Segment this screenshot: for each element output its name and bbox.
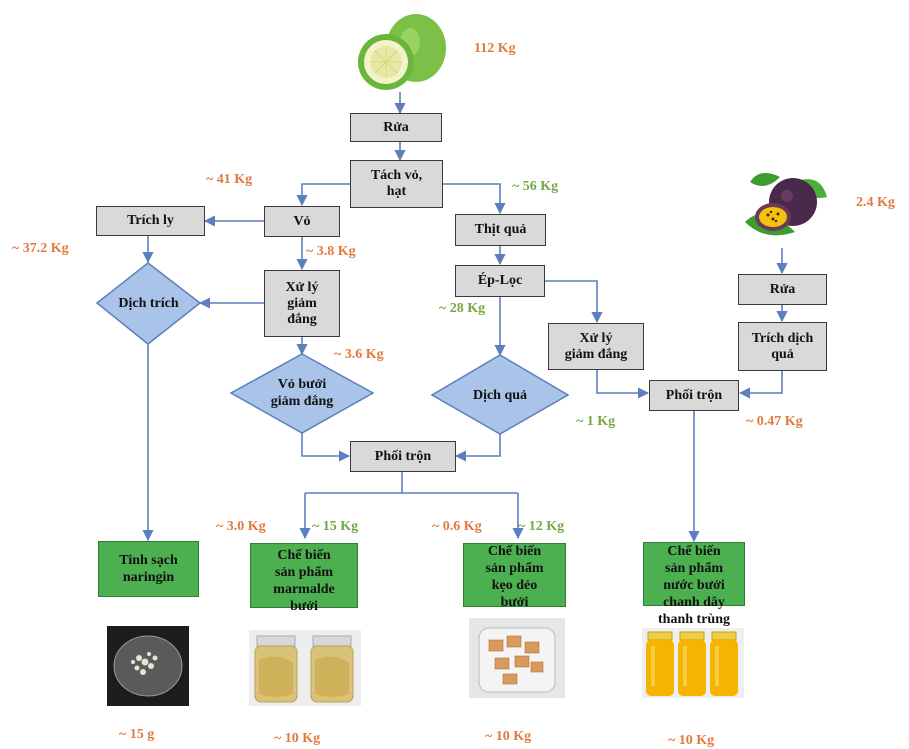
diamond-dich-qua-shape [430, 354, 570, 435]
phoi-tron-right-label: Phối trộn [665, 387, 723, 403]
passion-fruit-image [745, 173, 827, 236]
tinh-sach-naringin-box: Tinh sạch naringin [98, 541, 199, 597]
marmalade-yield-label: ~ 10 Kg [274, 731, 321, 746]
pomelo-fruit-image [358, 14, 446, 90]
flow-label-38kg: ~ 3.8 Kg [306, 244, 356, 259]
nuoc-buoi-label: Chế biến sản phẩm nước bưởi chanh dây th… [658, 543, 730, 627]
tinh-sach-naringin-label: Tinh sạch naringin [119, 553, 178, 585]
thit-qua-box: Thịt quả [455, 214, 546, 246]
dich-qua-label: Dịch quả [472, 387, 528, 403]
gummy-candy-image [469, 618, 565, 698]
vo-box: Vỏ [264, 206, 340, 237]
xu-ly-giam-dang-box-1: Xử lý giảm đắng [264, 270, 340, 337]
ep-loc-box: Ép-Lọc [455, 265, 545, 297]
ep-loc-label: Ép-Lọc [477, 273, 523, 288]
nuoc-yield-label: ~ 10 Kg [668, 733, 715, 748]
passion-fruit-amount-label: 2.4 Kg [856, 195, 895, 210]
nuoc-buoi-box: Chế biến sản phẩm nước bưởi chanh dây th… [643, 542, 745, 627]
diamond-dich-trich-shape [95, 262, 202, 345]
rua-box-2: Rửa [738, 274, 827, 305]
flow-label-41kg: ~ 41 Kg [206, 172, 253, 187]
flow-label-30kg: ~ 3.0 Kg [216, 519, 266, 534]
marmalade-box: Chế biến sản phẩm marmalde bưởi [250, 543, 358, 614]
trich-dich-qua-label: Trích dịch quả [751, 330, 814, 362]
trich-ly-box: Trích ly [96, 206, 205, 236]
dich-trich-label: Dịch trích [118, 295, 179, 311]
tach-vo-hat-label: Tách vỏ, hạt [370, 168, 423, 199]
xu-ly-giam-dang-box-2: Xử lý giảm đắng [548, 323, 644, 370]
diamond-vo-buoi-shape [229, 353, 375, 434]
rua-box: Rửa [350, 113, 442, 142]
phoi-tron-center-box: Phối trộn [350, 441, 456, 472]
phoi-tron-right-box: Phối trộn [649, 380, 739, 411]
rua-label: Rửa [383, 119, 409, 135]
flow-label-047kg: ~ 0.47 Kg [746, 414, 803, 429]
flow-label-28kg: ~ 28 Kg [439, 301, 486, 316]
marmalade-jars-image [249, 630, 361, 706]
flow-label-06kg: ~ 0.6 Kg [432, 519, 482, 534]
keo-deo-box: Chế biến sản phẩm kẹo dẻo bưởi [463, 543, 566, 610]
vo-label: Vỏ [293, 213, 311, 229]
flow-label-12kg: ~ 12 Kg [518, 519, 565, 534]
marmalade-label: Chế biến sản phẩm marmalde bưởi [273, 547, 335, 614]
trich-dich-qua-box: Trích dịch quả [738, 322, 827, 371]
naringin-yield-label: ~ 15 g [119, 727, 155, 742]
thit-qua-label: Thịt quả [474, 222, 527, 237]
juice-bottles-image [642, 628, 744, 698]
naringin-crystals-image [107, 626, 189, 706]
keo-yield-label: ~ 10 Kg [485, 729, 532, 744]
flow-label-37kg: ~ 37.2 Kg [12, 241, 69, 256]
phoi-tron-center-label: Phối trộn [374, 448, 432, 464]
xu-ly-giam-dang-label-1: Xử lý giảm đắng [285, 279, 319, 327]
xu-ly-giam-dang-label-2: Xử lý giảm đắng [564, 330, 628, 362]
tach-vo-hat-box: Tách vỏ, hạt [350, 160, 443, 208]
flow-label-1kg: ~ 1 Kg [576, 414, 616, 429]
flow-label-36kg: ~ 3.6 Kg [334, 347, 384, 362]
pomelo-amount-label: 112 Kg [474, 41, 516, 56]
vo-buoi-giam-dang-label: Vỏ bưởi giảm đắng [270, 377, 334, 409]
keo-deo-label: Chế biến sản phẩm kẹo dẻo bưởi [485, 544, 544, 610]
trich-ly-label: Trích ly [127, 213, 174, 228]
rua-label-2: Rửa [769, 281, 796, 297]
flow-label-56kg: ~ 56 Kg [512, 179, 559, 194]
flow-label-15kg: ~ 15 Kg [312, 519, 359, 534]
